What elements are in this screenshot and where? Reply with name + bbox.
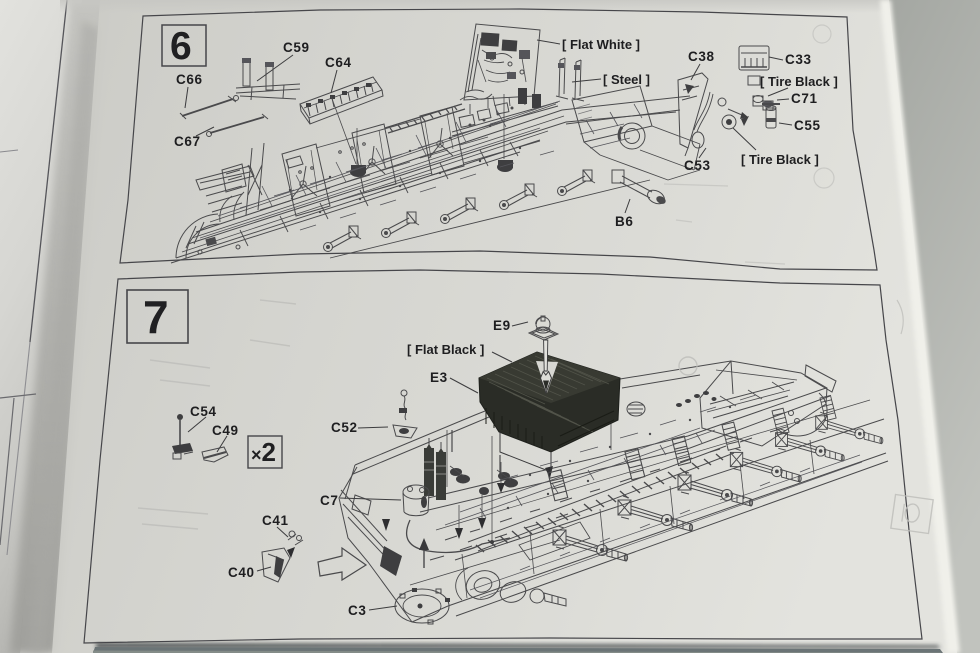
svg-text:C38: C38 (688, 49, 715, 64)
svg-text:C66: C66 (176, 72, 203, 87)
svg-text:7: 7 (143, 291, 169, 343)
svg-text:C59: C59 (283, 40, 310, 55)
svg-text:[ Steel ]: [ Steel ] (603, 72, 650, 87)
svg-text:C41: C41 (262, 513, 289, 528)
svg-text:C54: C54 (190, 404, 217, 419)
svg-text:C71: C71 (791, 91, 818, 106)
svg-text:C3: C3 (348, 603, 366, 618)
svg-text:C55: C55 (794, 118, 821, 133)
svg-text:6: 6 (170, 25, 192, 68)
svg-text:C67: C67 (174, 134, 201, 149)
svg-text:[ Tire Black ]: [ Tire Black ] (760, 74, 838, 89)
svg-text:C49: C49 (212, 423, 239, 438)
svg-text:C64: C64 (325, 55, 352, 70)
svg-text:C52: C52 (331, 420, 358, 435)
svg-text:E3: E3 (430, 370, 448, 385)
svg-text:[ Tire Black ]: [ Tire Black ] (741, 152, 819, 167)
svg-text:[ Flat White ]: [ Flat White ] (562, 37, 640, 52)
svg-text:B6: B6 (615, 214, 633, 229)
svg-text:C33: C33 (785, 52, 812, 67)
svg-text:C7: C7 (320, 493, 338, 508)
svg-text:C40: C40 (228, 565, 255, 580)
svg-text:C53: C53 (684, 158, 711, 173)
svg-text:E9: E9 (493, 318, 511, 333)
svg-text:[ Flat Black ]: [ Flat Black ] (407, 342, 484, 357)
